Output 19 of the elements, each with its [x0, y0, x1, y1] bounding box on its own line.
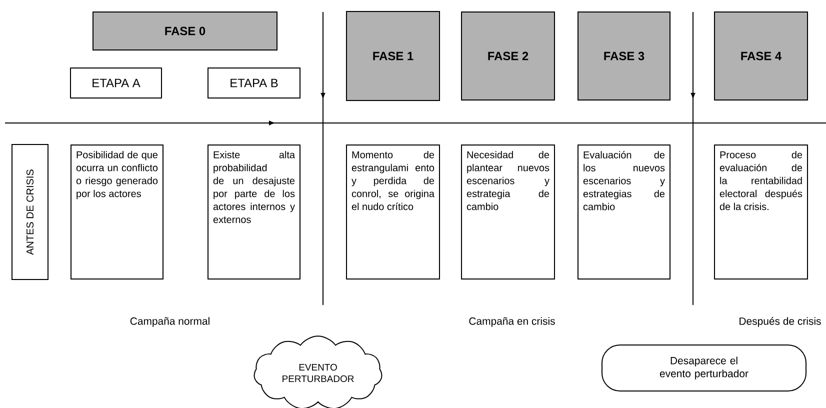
phase-box: FASE 1: [346, 11, 440, 101]
phase-box: FASE 0: [92, 12, 278, 50]
description-box: Momento de estrangulami ento y perdida de conrol, se origina el nudo crítico: [346, 144, 440, 280]
description-box: Necesidad de plantear nuevos escenarios y estrategia de cambio: [461, 144, 555, 280]
phase-label: Campaña en crisis: [469, 317, 555, 327]
stage-box: ETAPA B: [208, 68, 300, 98]
description-box: Posibilidad de que ocurra un conflicto o riesgo generado por los actores: [70, 144, 164, 280]
rounded-box: Desaparece el evento perturbador: [602, 344, 806, 392]
description-box: Evaluación de los nuevos escenarios y estrategias de cambio: [578, 144, 670, 280]
phase-label: Campaña normal: [130, 317, 210, 327]
phase-box: FASE 3: [578, 12, 670, 100]
description-box: Proceso de evaluación de la rentabilidad electoral después de la crisis.: [714, 144, 808, 280]
stage-box: ETAPA A: [70, 68, 162, 98]
event-cloud: EVENTO PERTURBADOR: [254, 336, 382, 408]
phase-box: FASE 2: [461, 12, 555, 100]
side-label-box: ANTES DE CRISIS: [12, 144, 48, 280]
phase-box: FASE 4: [714, 12, 808, 100]
description-box: Existe alta probabilidad de un desajuste por parte de los actores internos y externos: [208, 144, 300, 280]
phase-label: Después de crisis: [740, 317, 821, 327]
